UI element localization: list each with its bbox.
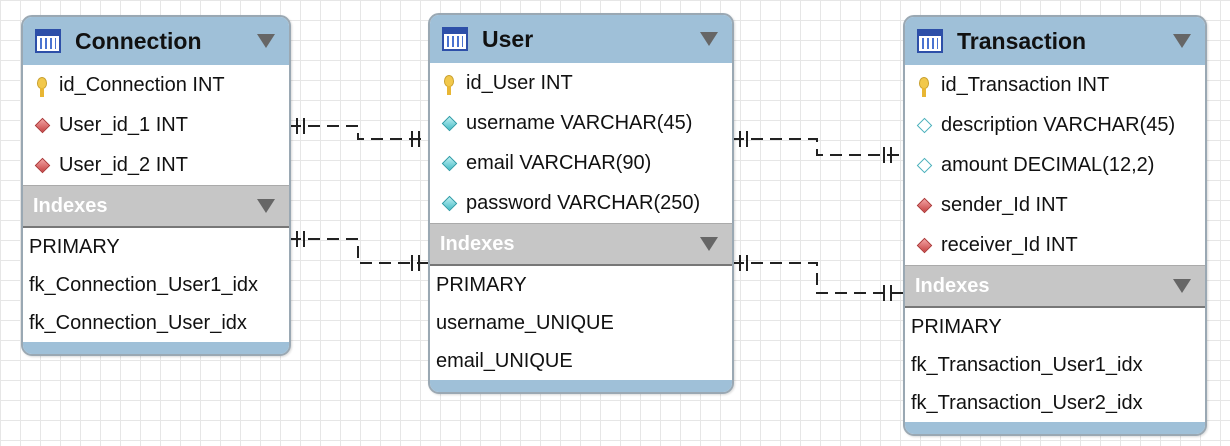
collapse-triangle-icon[interactable] bbox=[1173, 34, 1191, 48]
collapse-triangle-icon[interactable] bbox=[257, 199, 275, 213]
primary-key-icon bbox=[440, 74, 458, 95]
indexes-label: Indexes bbox=[33, 194, 108, 217]
table-footer bbox=[23, 342, 289, 354]
column-row[interactable]: sender_Id INT bbox=[905, 185, 1205, 225]
column-diamond-icon bbox=[440, 194, 458, 212]
column-row[interactable]: id_Connection INT bbox=[23, 65, 289, 105]
table-user[interactable]: User id_User INT username VARCHAR(45) em… bbox=[428, 13, 734, 394]
column-label: email VARCHAR(90) bbox=[466, 151, 652, 174]
column-label: id_User INT bbox=[466, 71, 573, 94]
column-row[interactable]: amount DECIMAL(12,2) bbox=[905, 145, 1205, 185]
index-row[interactable]: PRIMARY bbox=[911, 315, 1002, 338]
primary-key-icon bbox=[915, 76, 933, 97]
index-row[interactable]: email_UNIQUE bbox=[436, 349, 573, 372]
table-footer bbox=[430, 380, 732, 392]
index-row[interactable]: fk_Connection_User1_idx bbox=[29, 273, 259, 296]
index-row[interactable]: PRIMARY bbox=[29, 235, 120, 258]
table-header[interactable]: User bbox=[430, 15, 732, 63]
column-label: password VARCHAR(250) bbox=[466, 191, 701, 214]
collapse-triangle-icon[interactable] bbox=[700, 32, 718, 46]
column-label: User_id_1 INT bbox=[59, 113, 188, 136]
column-diamond-icon bbox=[440, 154, 458, 172]
nullable-column-diamond-icon bbox=[915, 116, 933, 134]
column-row[interactable]: password VARCHAR(250) bbox=[430, 183, 732, 223]
relationship-user-transaction-2 bbox=[732, 262, 903, 294]
relationship-connection-user-1 bbox=[289, 125, 428, 140]
column-label: sender_Id INT bbox=[941, 193, 1068, 216]
table-title: User bbox=[482, 25, 534, 52]
index-row[interactable]: username_UNIQUE bbox=[436, 311, 614, 334]
indexes-header[interactable]: Indexes bbox=[905, 265, 1205, 308]
column-label: username VARCHAR(45) bbox=[466, 111, 693, 134]
indexes-label: Indexes bbox=[440, 232, 515, 255]
table-transaction[interactable]: Transaction id_Transaction INT descripti… bbox=[903, 15, 1207, 436]
foreign-key-diamond-icon bbox=[33, 116, 51, 134]
table-icon bbox=[917, 29, 943, 53]
index-row[interactable]: fk_Transaction_User2_idx bbox=[911, 391, 1143, 414]
table-footer bbox=[905, 422, 1205, 434]
foreign-key-diamond-icon bbox=[33, 156, 51, 174]
nullable-column-diamond-icon bbox=[915, 156, 933, 174]
index-row[interactable]: PRIMARY bbox=[436, 273, 527, 296]
table-header[interactable]: Connection bbox=[23, 17, 289, 65]
collapse-triangle-icon[interactable] bbox=[257, 34, 275, 48]
primary-key-icon bbox=[33, 76, 51, 97]
table-title: Transaction bbox=[957, 27, 1087, 54]
column-row[interactable]: email VARCHAR(90) bbox=[430, 143, 732, 183]
index-row[interactable]: fk_Connection_User_idx bbox=[29, 311, 247, 334]
table-icon bbox=[35, 29, 61, 53]
column-label: receiver_Id INT bbox=[941, 233, 1078, 256]
column-label: id_Transaction INT bbox=[941, 73, 1110, 96]
relationship-user-transaction-1 bbox=[732, 138, 903, 156]
index-row[interactable]: fk_Transaction_User1_idx bbox=[911, 353, 1143, 376]
collapse-triangle-icon[interactable] bbox=[1173, 279, 1191, 293]
column-row[interactable]: id_Transaction INT bbox=[905, 65, 1205, 105]
column-label: User_id_2 INT bbox=[59, 153, 188, 176]
cardinality-markers bbox=[296, 118, 892, 301]
foreign-key-diamond-icon bbox=[915, 196, 933, 214]
column-diamond-icon bbox=[440, 114, 458, 132]
collapse-triangle-icon[interactable] bbox=[700, 237, 718, 251]
table-title: Connection bbox=[75, 27, 202, 54]
table-header[interactable]: Transaction bbox=[905, 17, 1205, 65]
table-connection[interactable]: Connection id_Connection INT User_id_1 I… bbox=[21, 15, 291, 356]
column-row[interactable]: User_id_1 INT bbox=[23, 105, 289, 145]
column-label: id_Connection INT bbox=[59, 73, 225, 96]
foreign-key-diamond-icon bbox=[915, 236, 933, 254]
column-row[interactable]: description VARCHAR(45) bbox=[905, 105, 1205, 145]
column-label: amount DECIMAL(12,2) bbox=[941, 153, 1155, 176]
column-row[interactable]: id_User INT bbox=[430, 63, 732, 103]
indexes-header[interactable]: Indexes bbox=[23, 185, 289, 228]
indexes-label: Indexes bbox=[915, 274, 990, 297]
column-row[interactable]: username VARCHAR(45) bbox=[430, 103, 732, 143]
column-label: description VARCHAR(45) bbox=[941, 113, 1176, 136]
indexes-header[interactable]: Indexes bbox=[430, 223, 732, 266]
column-row[interactable]: receiver_Id INT bbox=[905, 225, 1205, 265]
relationship-connection-user-2 bbox=[289, 238, 428, 264]
column-row[interactable]: User_id_2 INT bbox=[23, 145, 289, 185]
table-icon bbox=[442, 27, 468, 51]
